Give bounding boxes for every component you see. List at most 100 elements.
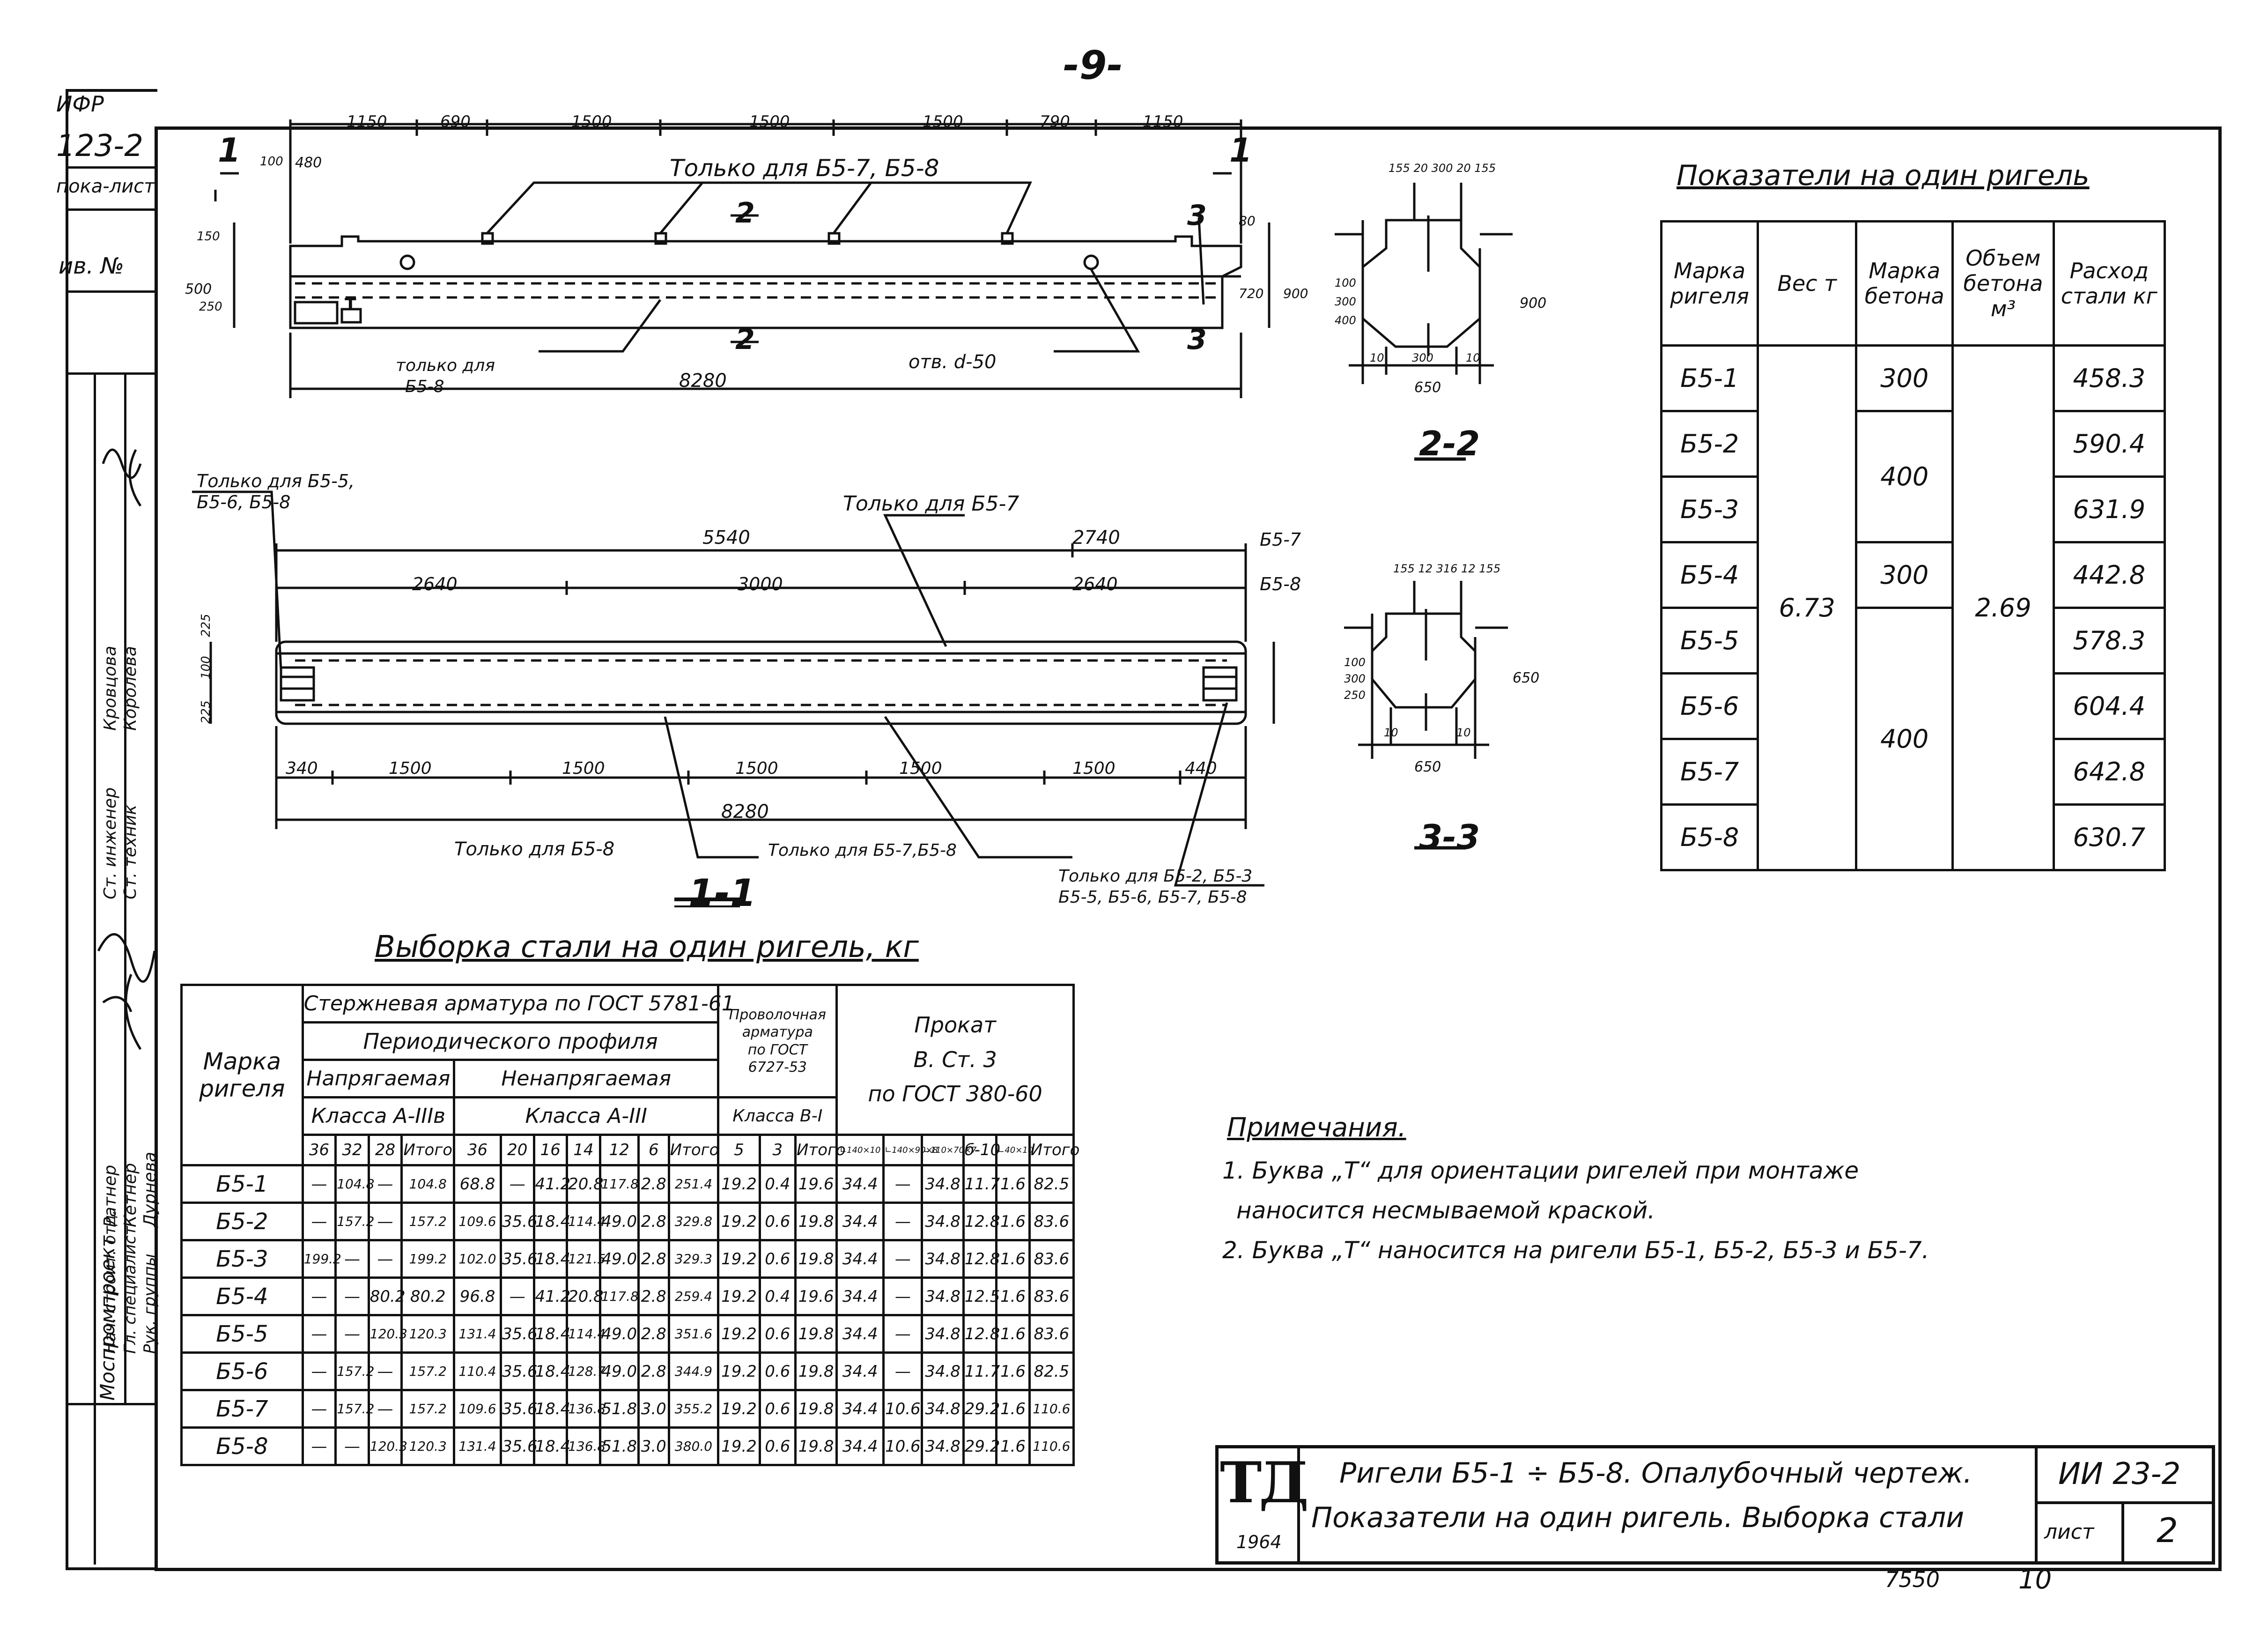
steel-cell: — [334,1239,370,1279]
steel-cell: — [301,1164,337,1204]
steel-cell: 110.6 [1028,1426,1075,1466]
steel-cell: 114.4 [566,1314,606,1354]
steel-cell: — [301,1389,337,1429]
ind-volume: 2.69 [1951,344,2055,871]
section-mark-1-left: 1 [218,131,241,170]
plan-bot-dim-6: 1500 [1072,759,1116,778]
steel-cell: 80.2 [367,1276,405,1316]
steel-cell: 34.4 [835,1314,885,1354]
steel-cell: 34.8 [921,1389,965,1429]
section-mark-1-right: 1 [1229,131,1252,170]
plan-bot-dim-7: 440 [1185,759,1217,778]
steel-cell: — [882,1164,923,1204]
steel-col-header: 36 [301,1134,337,1166]
steel-cell: 109.6 [453,1202,502,1241]
steel-cell: 19.2 [717,1202,761,1241]
steel-cell: 131.4 [453,1314,502,1354]
elev-note-top: Только для Б5-7, Б5-8 [670,155,939,182]
steel-cell: 34.8 [921,1426,965,1466]
plan-note-bottom-3a: Только для Б5-2, Б5-3 [1058,867,1253,886]
steel-h-class-a: Класса А-IIIв [301,1096,456,1136]
steel-cell: 110.4 [453,1351,502,1391]
steel-cell: 12.5 [962,1276,1000,1316]
elev-note-only58: только для [396,356,495,375]
title-line-2: Показатели на один ригель. Выборка стали [1311,1501,1965,1534]
notes-title: Примечания. [1227,1113,1406,1143]
steel-title: Выборка стали на один ригель, кг [375,930,919,964]
steel-cell: 82.5 [1028,1351,1075,1391]
plan-left-dim-1: 225 [199,614,213,637]
steel-cell: 18.4 [532,1389,570,1429]
steel-cell: — [334,1426,370,1466]
steel-cell: — [882,1314,923,1354]
steel-cell: 1.6 [995,1202,1031,1241]
steel-h-rod: Стержневая арматура по ГОСТ 5781-61 [301,984,735,1024]
title-year: 1964 [1236,1532,1282,1552]
steel-cell: 18.4 [532,1351,570,1391]
steel-cell: 136.8 [566,1389,606,1429]
steel-cell: 96.8 [453,1276,502,1316]
steel-cell: 117.8 [598,1164,640,1204]
steel-col-header: ∟110×70×7 [921,1134,976,1166]
s33-left-dim-2: 300 [1344,672,1366,685]
plan-note-left-b: Б5-6, Б5-8 [197,492,291,512]
note-1a: 1. Буква „Т“ для ориентации ригелей при … [1222,1157,1859,1184]
steel-cell: 0.6 [758,1314,797,1354]
steel-cell: 34.4 [835,1389,885,1429]
steel-cell: 12.8 [962,1202,1000,1241]
steel-cell: 120.3 [367,1426,407,1466]
plan-dim-2640-right: 2640 [1072,574,1118,594]
steel-cell: 157.2 [334,1351,374,1391]
steel-cell: 11.7 [962,1164,1000,1204]
steel-cell: 0.6 [758,1389,797,1429]
steel-cell: 19.2 [717,1426,761,1466]
steel-col-header: 16 [532,1134,569,1166]
steel-cell: 128.7 [566,1351,606,1391]
indicators-table: Марка ригеля Вес т Марка бетона Объем бе… [1660,220,2166,871]
s33-width: 650 [1414,759,1441,775]
ind-mark-2: Б5-2 [1660,410,1759,478]
elev-dim-3: 1500 [571,112,612,131]
steel-cell: 157.2 [334,1389,374,1429]
stamp-label-ifr: ИФР [56,91,104,117]
steel-cell: 20.8 [566,1276,604,1316]
steel-cell: 12.8 [962,1239,1000,1279]
ind-steel-3: 631.9 [2052,475,2166,543]
steel-cell: — [301,1276,337,1316]
steel-cell: 10.6 [882,1426,923,1466]
elev-note-only58b: Б5-8 [405,377,444,396]
steel-cell: 351.6 [667,1314,720,1354]
elev-left-dim-3: 250 [199,300,222,314]
elev-dim-4: 1500 [749,112,790,131]
ind-mark-6: Б5-6 [1660,672,1759,740]
footer-page: 10 [2018,1565,2052,1595]
plan-label-b58: Б5-8 [1260,574,1301,594]
steel-row-mark: Б5-8 [180,1426,304,1466]
steel-cell: — [499,1276,535,1316]
steel-col-header: б-10 [962,1134,1000,1166]
steel-cell: 259.4 [667,1276,720,1316]
elev-dim-5: 1500 [923,112,963,131]
steel-cell: 120.3 [400,1426,456,1466]
title-block [1215,1445,2215,1565]
note-1b: наносится несмываемой краской. [1236,1197,1655,1224]
ind-h-mark: Марка ригеля [1660,220,1759,347]
plan-dim-3000: 3000 [738,574,783,594]
steel-cell: 121.5 [566,1239,606,1279]
steel-cell: 1.6 [995,1389,1031,1429]
steel-cell: 199.2 [301,1239,341,1279]
steel-cell: 120.3 [400,1314,456,1354]
steel-col-header: Итого [667,1134,720,1166]
steel-cell: 114.4 [566,1202,606,1241]
elev-small-2: 480 [295,155,322,171]
steel-h-class-b: Класса А-III [453,1096,720,1136]
s22-left-dim-1: 100 [1335,276,1356,289]
ind-steel-8: 630.7 [2052,803,2166,871]
steel-cell: — [882,1202,923,1241]
steel-col-header: 20 [499,1134,535,1166]
steel-row-mark: Б5-3 [180,1239,304,1279]
